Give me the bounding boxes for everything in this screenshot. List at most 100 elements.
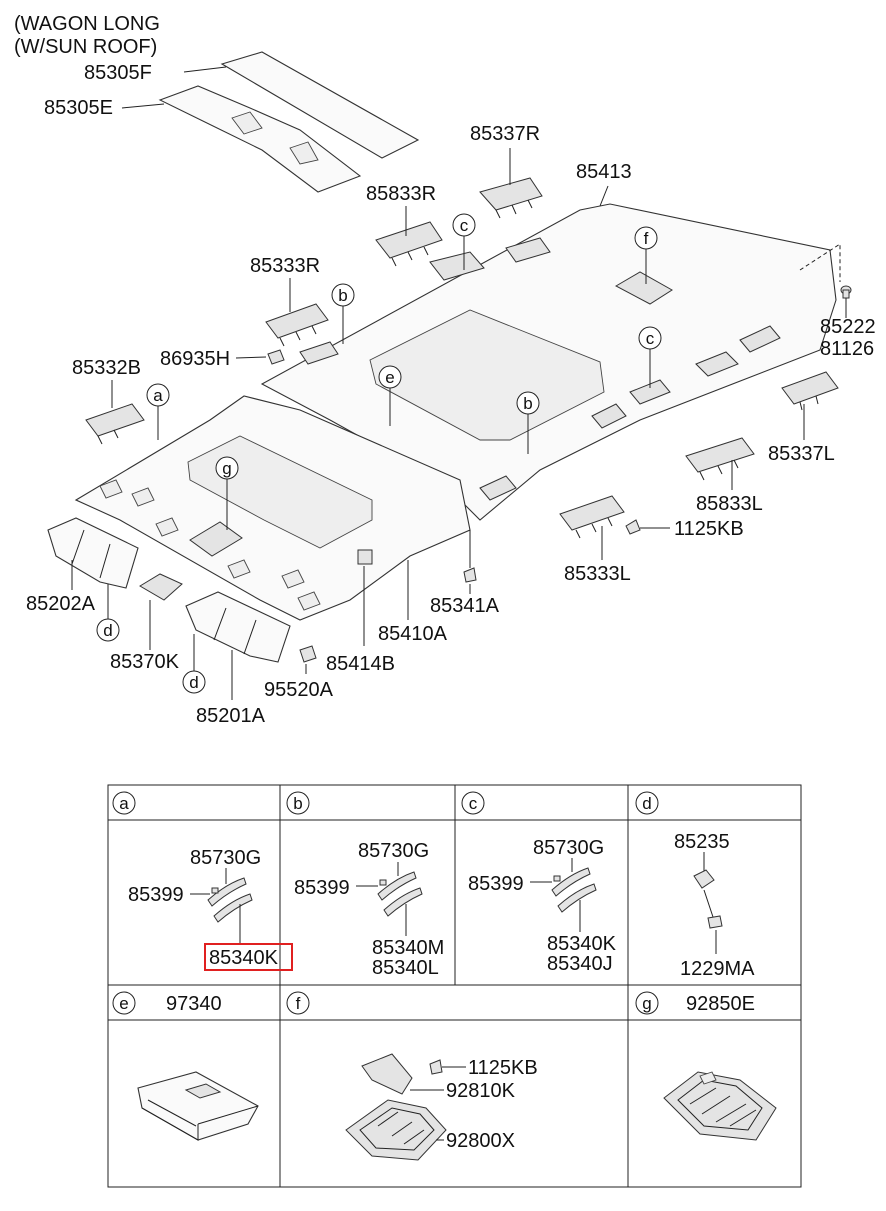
svg-text:d: d [103,621,112,640]
label-85833L: 85833L [696,493,763,515]
ref-circle-c-2: c [638,326,662,388]
label-85410A: 85410A [378,623,448,645]
cell-d-letter: d [642,794,651,813]
cell-b-label-85730G: 85730G [358,840,429,862]
svg-text:f: f [644,229,649,248]
svg-text:g: g [222,459,231,478]
bracket-85235 [693,869,715,889]
label-85337R: 85337R [470,123,540,145]
pad-85414B [357,549,373,565]
svg-text:a: a [153,386,163,405]
cell-a-letter: a [119,794,129,813]
cell-c: c 85730G 85399 85340K 85340J [461,791,617,975]
svg-text:c: c [646,329,655,348]
bracket-85332B [85,403,145,445]
cell-c-label-85730G: 85730G [533,837,604,859]
bracket-92810K [361,1053,413,1095]
cell-a: a 85730G 85399 85340K [112,791,293,971]
sunroof-panel-85305E [158,85,362,193]
module-97340 [137,1071,259,1141]
cell-b-label-85340M: 85340M [372,937,444,959]
bracket-85833L [685,437,755,481]
svg-text:e: e [385,368,394,387]
label-85413: 85413 [576,161,632,183]
clip-86935H [267,349,285,365]
cell-f-label-1125KB: 1125KB [468,1057,538,1079]
cell-e-title-97340: 97340 [166,993,222,1015]
ref-circle-b-2: b [516,391,540,454]
clip-85341A [463,567,477,583]
headliner-85413 [260,203,837,521]
cell-f-letter: f [296,994,301,1013]
cell-a-label-85730G: 85730G [190,847,261,869]
label-85341A: 85341A [430,595,500,617]
cell-f: f 1125KB 92810K 92800X [286,991,538,1161]
svg-text:b: b [523,394,532,413]
screw-1229MA [707,915,723,929]
cell-f-label-92800X: 92800X [446,1130,515,1152]
cell-d: d 85235 1229MA [635,791,755,980]
fastener-85222 [840,285,852,299]
ref-circle-d-1: d [96,584,120,642]
ref-circle-g: g [215,456,239,530]
header-line-1: (WAGON LONG [14,13,160,35]
label-85333L: 85333L [564,563,631,585]
label-85222: 85222 [820,316,876,338]
bracket-85337R [479,177,543,219]
cell-g-letter: g [642,994,651,1013]
svg-text:c: c [460,216,469,235]
cell-d-label-85235: 85235 [674,831,730,853]
switch-95520A [299,645,317,663]
label-85337L: 85337L [768,443,835,465]
cell-c-label-85340J: 85340J [547,953,613,975]
header-line-2: (W/SUN ROOF) [14,36,157,58]
cell-b-label-85340L: 85340L [372,957,439,979]
bolt-1125KB [625,519,641,535]
label-85305F: 85305F [84,62,152,84]
cell-b-letter: b [293,794,302,813]
detail-table [107,784,802,1188]
bracket-85833R [375,221,443,267]
ref-circle-a: a [146,383,170,440]
ref-circle-c-1: c [452,213,476,270]
svg-text:d: d [189,673,198,692]
cell-c-label-85340K: 85340K [547,933,617,955]
cell-b: b 85730G 85399 85340M 85340L [286,791,444,979]
cell-a-circle [112,791,136,815]
grip-handle-a [207,877,247,907]
cell-e-letter: e [119,994,128,1013]
label-86935H: 86935H [160,348,230,370]
bracket-85333R [265,303,329,347]
bracket-85333L [559,495,625,539]
label-85370K: 85370K [110,651,180,673]
label-1125KB: 1125KB [674,518,744,540]
ref-circle-d-2: d [182,634,206,694]
label-81126: 81126 [820,338,874,360]
cell-e: e 97340 [112,991,259,1141]
cell-d-label-1229MA: 1229MA [680,958,755,980]
lamp-92850E [663,1071,777,1141]
cell-g: g 92850E [635,991,777,1141]
cell-a-label-85340K: 85340K [209,947,279,969]
cell-a-label-85399: 85399 [128,884,184,906]
bracket-85337L [781,371,839,411]
sunvisor-85202A [47,517,139,589]
grip-handle-b [377,871,417,901]
lamp-85370K [139,573,183,601]
bolt-1125KB-f [429,1059,443,1075]
label-85202A: 85202A [26,593,96,615]
label-85833R: 85833R [366,183,436,205]
grip-handle-c [551,867,591,897]
lamp-92800X [345,1099,447,1161]
sunroof-panel-85305F [220,51,420,159]
ref-circle-e: e [378,365,402,426]
cell-g-title-92850E: 92850E [686,993,755,1015]
label-95520A: 95520A [264,679,334,701]
label-85332B: 85332B [72,357,141,379]
cell-c-label-85399: 85399 [468,873,524,895]
highlight-box-85340K [204,943,293,971]
label-85414B: 85414B [326,653,395,675]
label-85305E: 85305E [44,97,113,119]
label-85201A: 85201A [196,705,266,727]
